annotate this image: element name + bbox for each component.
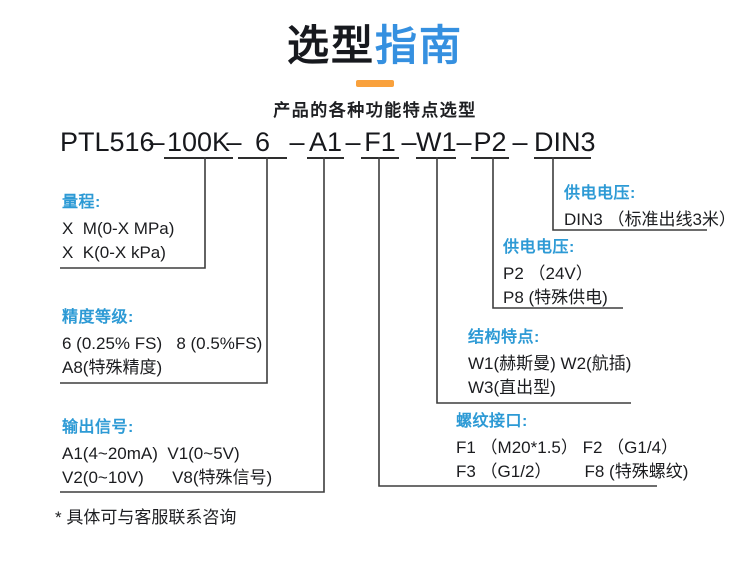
page-subtitle: 产品的各种功能特点选型 [273, 101, 477, 120]
spec-label-cable: 供电电压: [564, 185, 636, 202]
spec-label-structure: 结构特点: [468, 329, 540, 346]
spec-line: DIN3 （标准出线3米） [564, 210, 736, 229]
spec-block-power: 供电电压: P2 （24V） P8 (特殊供电) [503, 238, 608, 312]
model-dash: – [456, 127, 472, 157]
page-title-blue: 指南 [375, 22, 464, 69]
spec-line: X K(0-X kPa) [62, 243, 166, 262]
connector-line-structure [436, 157, 631, 404]
model-segment-range: 100K [164, 128, 233, 159]
spec-block-thread: 螺纹接口: F1 （M20*1.5） F2 （G1/4） F3 （G1/2） F… [456, 412, 688, 486]
model-dash: – [226, 127, 242, 157]
model-dash: – [289, 127, 305, 157]
connector-line-power [492, 157, 623, 309]
spec-block-structure: 结构特点: W1(赫斯曼) W2(航插) W3(直出型) [468, 328, 631, 402]
spec-label-range: 量程: [62, 194, 101, 211]
model-dash: – [401, 127, 417, 157]
model-dash: – [149, 127, 165, 157]
spec-block-output: 输出信号: A1(4~20mA) V1(0~5V) V2(0~10V) V8(特… [62, 418, 272, 492]
spec-block-cable: 供电电压: DIN3 （标准出线3米） [564, 184, 736, 234]
model-segment-output: A1 [307, 127, 344, 159]
connector-line-accuracy [60, 157, 268, 384]
spec-line: A1(4~20mA) V1(0~5V) [62, 444, 240, 463]
title-underline-bar [356, 80, 394, 87]
model-segment-accuracy: 6 [238, 128, 287, 159]
spec-line: 6 (0.25% FS) 8 (0.5%FS) [62, 334, 263, 353]
model-segment-power: P2 [471, 128, 509, 159]
spec-label-thread: 螺纹接口: [456, 413, 528, 430]
spec-line: V2(0~10V) V8(特殊信号) [62, 468, 273, 487]
spec-line: F1 （M20*1.5） F2 （G1/4） [456, 438, 679, 457]
model-prefix: PTL516 [60, 127, 155, 157]
footnote: * 具体可与客服联系咨询 [55, 508, 237, 527]
model-dash: – [345, 127, 361, 157]
page-title: 选型指南 [0, 22, 750, 70]
connector-line-output [60, 157, 325, 493]
spec-label-power: 供电电压: [503, 239, 575, 256]
spec-line: P8 (特殊供电) [503, 288, 608, 307]
spec-line: F3 （G1/2） F8 (特殊螺纹) [456, 462, 689, 481]
spec-line: W1(赫斯曼) W2(航插) [468, 354, 632, 373]
model-segment-thread: F1 [361, 128, 399, 159]
connector-line-thread [378, 157, 657, 487]
model-dash: – [512, 127, 528, 157]
spec-label-accuracy: 精度等级: [62, 309, 134, 326]
model-segment-structure: W1 [416, 127, 457, 159]
spec-line: X M(0-X MPa) [62, 219, 175, 238]
spec-line: W3(直出型) [468, 378, 556, 397]
model-segment-cable: DIN3 [534, 127, 596, 159]
spec-block-range: 量程: X M(0-X MPa) X K(0-X kPa) [62, 193, 174, 267]
page-title-black: 选型 [286, 22, 375, 69]
spec-line: P2 （24V） [503, 264, 593, 283]
connector-line-cable [552, 157, 707, 231]
spec-label-output: 输出信号: [62, 419, 134, 436]
connector-line-range [60, 157, 206, 269]
spec-block-accuracy: 精度等级: 6 (0.25% FS) 8 (0.5%FS) A8(特殊精度) [62, 308, 262, 382]
spec-line: A8(特殊精度) [62, 358, 163, 377]
